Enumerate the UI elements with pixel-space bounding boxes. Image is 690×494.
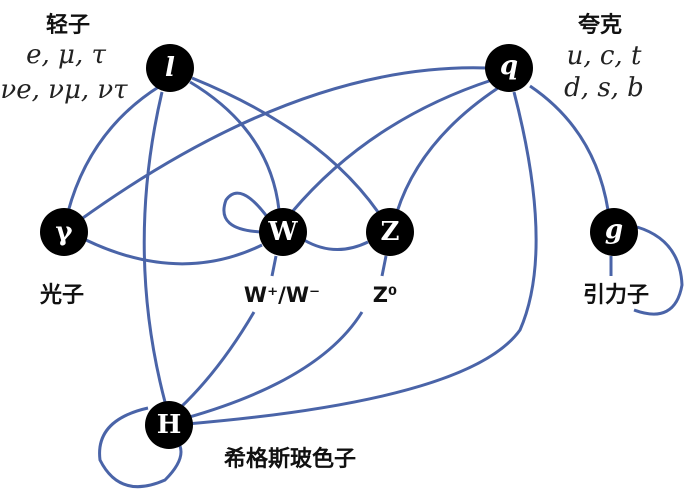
lepton-members-2: νe, νμ, ντ: [0, 75, 128, 105]
edges: [66, 66, 684, 489]
node-symbol: q: [500, 51, 518, 81]
w-boson-label: W⁺/W⁻: [244, 283, 320, 307]
edge-w-higgs: [178, 255, 278, 410]
node-z-boson: Z: [366, 208, 414, 256]
edge-lepton-photon: [66, 84, 161, 213]
edge-quark-w: [290, 78, 493, 213]
edge-photon-w: [85, 238, 263, 266]
graviton-label: 引力子: [583, 283, 649, 308]
edge-quark-photon: [79, 66, 488, 222]
node-symbol: H: [157, 410, 182, 440]
node-quark: q: [485, 44, 533, 92]
lepton-members-1: e, μ, τ: [26, 40, 106, 70]
quark-members-2: d, s, b: [564, 73, 644, 103]
node-graviton: g: [590, 208, 638, 256]
node-symbol: W: [267, 217, 298, 247]
node-w-boson: W: [259, 208, 307, 256]
node-symbol: Z: [381, 217, 400, 247]
z-boson-label: Z⁰: [373, 283, 397, 307]
node-symbol: γ: [55, 217, 73, 247]
loop-w: [222, 191, 270, 234]
edge-quark-graviton: [529, 84, 610, 211]
node-symbol: l: [165, 53, 175, 83]
edge-lepton-higgs: [142, 91, 167, 403]
quark-label: 夸克: [578, 12, 622, 38]
photon-label: 光子: [39, 283, 84, 308]
quark-members-1: u, c, t: [567, 41, 642, 71]
edge-quark-higgs: [186, 91, 538, 426]
edge-w-z: [303, 238, 369, 252]
edge-lepton-z: [191, 76, 380, 213]
node-symbol: g: [605, 215, 623, 245]
edge-lepton-w: [189, 80, 281, 211]
node-photon: γ: [40, 208, 88, 256]
edge-quark-z: [395, 86, 499, 213]
node-lepton: l: [146, 44, 194, 92]
node-higgs: H: [145, 401, 193, 449]
loop-higgs: [98, 406, 183, 489]
higgs-label: 希格斯玻色子: [224, 446, 356, 472]
edge-z-higgs: [185, 255, 388, 420]
lepton-label: 轻子: [46, 12, 90, 38]
loop-graviton: [633, 225, 684, 316]
